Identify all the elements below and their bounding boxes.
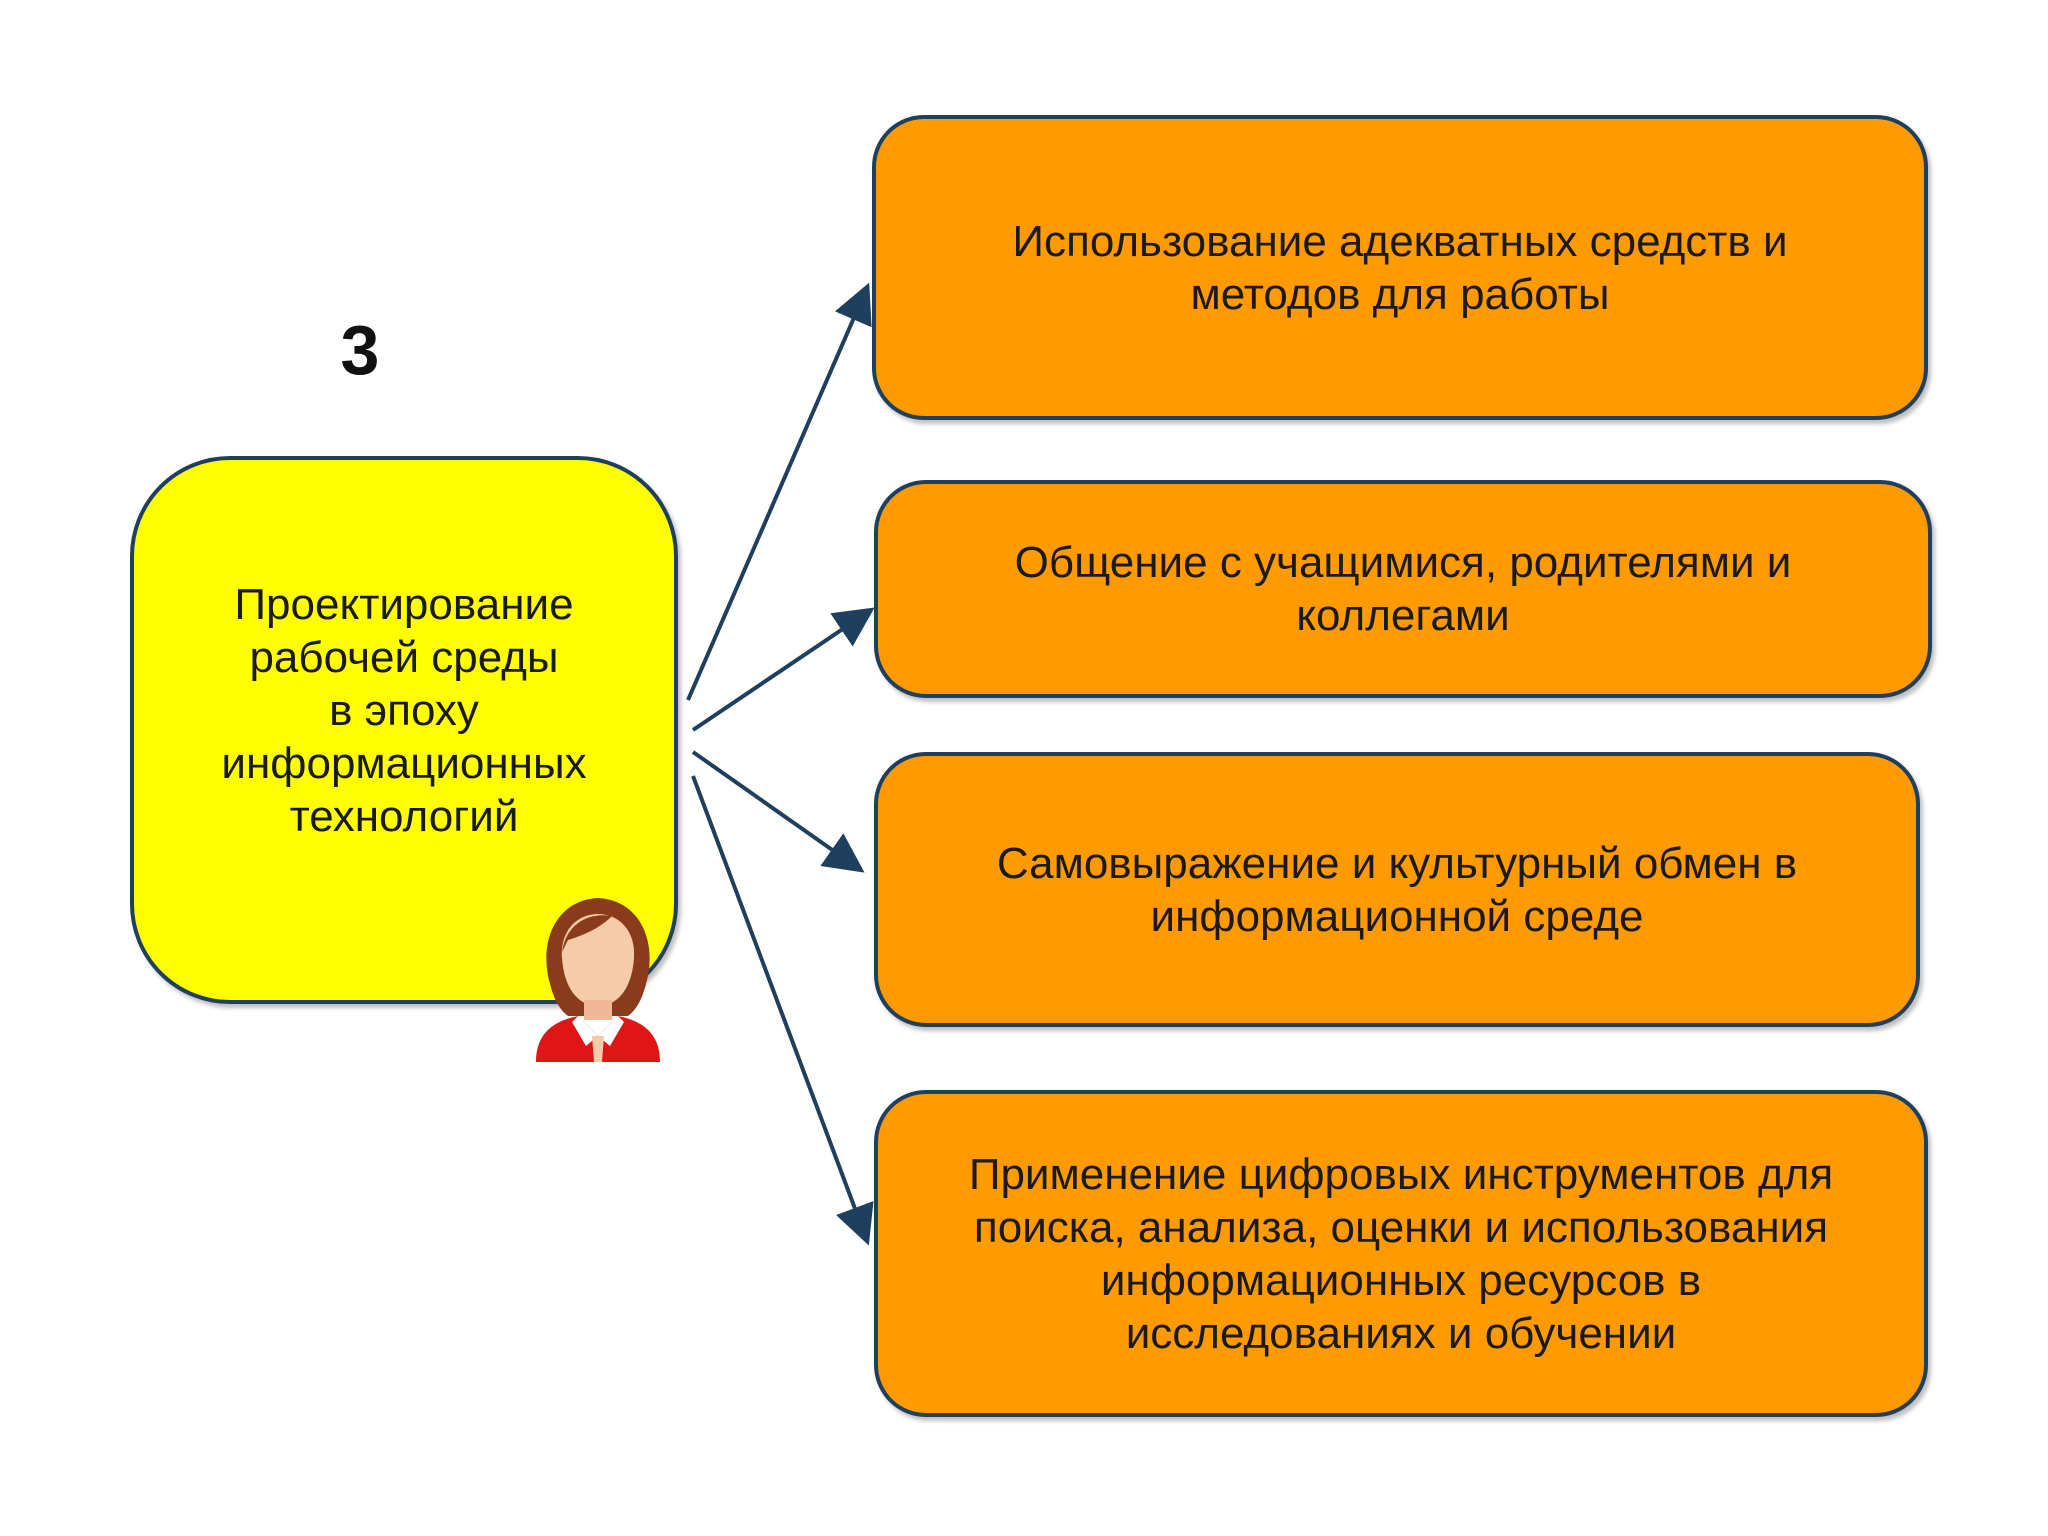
item-box-digital-tools: Применение цифровых инструментов для пои… [874, 1090, 1928, 1417]
center-node-text: Проектирование рабочей среды в эпоху инф… [221, 578, 586, 843]
arrow-to-item-3 [691, 750, 865, 873]
item-text: Применение цифровых инструментов для пои… [969, 1148, 1833, 1360]
item-line: Применение цифровых инструментов для [968, 1149, 1834, 1199]
arrow-to-item-1 [686, 282, 872, 701]
center-node-line: технологий [289, 791, 519, 841]
item-text: Использование адекватных средств и метод… [1012, 215, 1787, 321]
item-line: Самовыражение и культурный обмен в [996, 838, 1798, 888]
item-text: Самовыражение и культурный обмен в инфор… [997, 837, 1797, 943]
item-line: поиска, анализа, оценки и использования [973, 1202, 1829, 1252]
item-line: коллегами [1296, 591, 1510, 640]
woman-avatar-icon [536, 898, 660, 1062]
center-node: Проектирование рабочей среды в эпоху инф… [130, 456, 678, 1004]
item-text: Общение с учащимися, родителями и коллег… [1015, 536, 1792, 642]
item-box-communication: Общение с учащимися, родителями и коллег… [874, 480, 1932, 698]
center-node-line: в эпоху [329, 685, 479, 735]
center-node-line: информационных [221, 738, 587, 788]
item-box-self-expression: Самовыражение и культурный обмен в инфор… [874, 752, 1920, 1027]
slide-number: 3 [340, 311, 380, 389]
item-line: информационных ресурсов в [1100, 1255, 1702, 1305]
item-line: информационной среде [1150, 891, 1644, 941]
arrow-to-item-4 [691, 775, 874, 1246]
item-box-tools: Использование адекватных средств и метод… [872, 115, 1928, 420]
item-line: исследованиях и обучении [1125, 1308, 1677, 1358]
center-node-line: Проектирование [234, 579, 574, 629]
arrow-to-item-2 [691, 607, 875, 732]
item-line: Использование адекватных средств и [1012, 216, 1788, 266]
center-node-line: рабочей среды [249, 632, 559, 682]
item-line: Общение с учащимися, родителями и [1014, 538, 1792, 587]
item-line: методов для работы [1190, 269, 1610, 319]
